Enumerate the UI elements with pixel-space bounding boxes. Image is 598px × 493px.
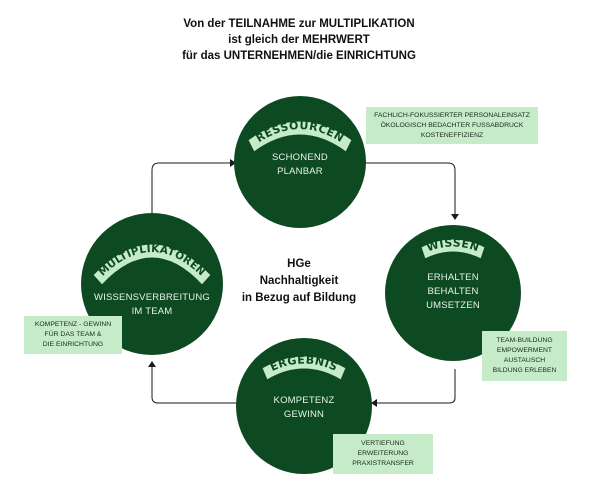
arrow-ressourcen-to-wissen bbox=[360, 162, 459, 220]
badge-ergebnis: ERGEBNIS bbox=[261, 353, 347, 381]
multiplikatoren-text: WISSENSVERBREITUNG IM TEAM bbox=[81, 291, 223, 319]
wissen-line-1: ERHALTEN bbox=[427, 272, 479, 283]
multiplikatoren-line-2: IM TEAM bbox=[131, 306, 173, 317]
badge-wissen-label: WISSEN bbox=[425, 236, 481, 254]
note-wissen-line-4: BILDUNG ERLEBEN bbox=[492, 367, 557, 374]
note-multiplikatoren-line-2: FÜR DAS TEAM & bbox=[44, 331, 102, 338]
note-wissen-line-3: AUSTAUSCH bbox=[503, 357, 546, 364]
center-line-1: HGe bbox=[287, 258, 311, 270]
wissen-text: ERHALTEN BEHALTEN UMSETZEN bbox=[385, 271, 521, 313]
note-wissen-line-1: TEAM-BUILDUNG bbox=[496, 337, 553, 344]
note-multiplikatoren-line-3: DIE EINRICHTUNG bbox=[42, 341, 104, 348]
ergebnis-line-2: GEWINN bbox=[283, 409, 325, 420]
ressourcen-line-2: PLANBAR bbox=[277, 166, 323, 177]
badge-multiplikatoren: MULTIPLIKATOREN bbox=[92, 243, 212, 286]
arrow-ergebnis-to-multiplikatoren bbox=[148, 361, 238, 404]
note-ressourcen-line-2: ÖKOLOGISCH BEDACHTER FUSSABDRUCK bbox=[380, 121, 524, 129]
note-ergebnis-line-1: VERTIEFUNG bbox=[361, 440, 405, 447]
note-multiplikatoren: KOMPETENZ - GEWINN FÜR DAS TEAM & DIE EI… bbox=[24, 316, 122, 354]
wissen-line-2: BEHALTEN bbox=[427, 286, 479, 297]
note-ressourcen: FACHLICH-FOKUSSIERTER PERSONALEINSATZ ÖK… bbox=[366, 107, 538, 144]
note-ergebnis: VERTIEFUNG ERWEITERUNG PRAXISTRANSFER bbox=[333, 434, 433, 474]
arrow-wissen-to-ergebnis bbox=[371, 369, 456, 407]
title-line-3: für das UNTERNEHMEN/die EINRICHTUNG bbox=[182, 50, 416, 62]
badge-ergebnis-label: ERGEBNIS bbox=[268, 353, 339, 373]
center-line-2: Nachhaltigkeit bbox=[259, 275, 339, 287]
note-ressourcen-line-1: FACHLICH-FOKUSSIERTER PERSONALEINSATZ bbox=[374, 111, 530, 119]
title-line-1: Von der TEILNAHME zur MULTIPLIKATION bbox=[183, 18, 415, 30]
note-ergebnis-line-3: PRAXISTRANSFER bbox=[352, 460, 414, 467]
note-ressourcen-line-3: KOSTENEFFIZIENZ bbox=[420, 131, 484, 139]
svg-text:ERGEBNIS: ERGEBNIS bbox=[268, 353, 340, 373]
ergebnis-line-1: KOMPETENZ bbox=[273, 395, 335, 406]
title-line-2: ist gleich der MEHRWERT bbox=[228, 34, 370, 46]
arrow-multiplikatoren-to-ressourcen bbox=[151, 159, 236, 215]
center-label: HGe Nachhaltigkeit in Bezug auf Bildung bbox=[233, 256, 365, 307]
note-multiplikatoren-line-1: KOMPETENZ - GEWINN bbox=[34, 321, 112, 328]
note-wissen-line-2: EMPOWERMENT bbox=[496, 347, 553, 354]
ressourcen-line-1: SCHONEND bbox=[272, 152, 328, 163]
node-ressourcen bbox=[234, 96, 366, 228]
note-ergebnis-line-2: ERWEITERUNG bbox=[357, 450, 409, 457]
diagram-title: Von der TEILNAHME zur MULTIPLIKATION ist… bbox=[0, 16, 598, 64]
svg-text:WISSEN: WISSEN bbox=[425, 236, 481, 254]
note-wissen: TEAM-BUILDUNG EMPOWERMENT AUSTAUSCH BILD… bbox=[482, 331, 567, 381]
ergebnis-text: KOMPETENZ GEWINN bbox=[236, 394, 372, 422]
wissen-line-3: UMSETZEN bbox=[426, 300, 480, 311]
center-line-3: in Bezug auf Bildung bbox=[241, 292, 357, 304]
ressourcen-text: SCHONEND PLANBAR bbox=[234, 151, 366, 179]
multiplikatoren-line-1: WISSENSVERBREITUNG bbox=[93, 292, 211, 303]
badge-wissen: WISSEN bbox=[420, 236, 486, 260]
badge-ressourcen: RESSOURCEN bbox=[247, 119, 353, 153]
